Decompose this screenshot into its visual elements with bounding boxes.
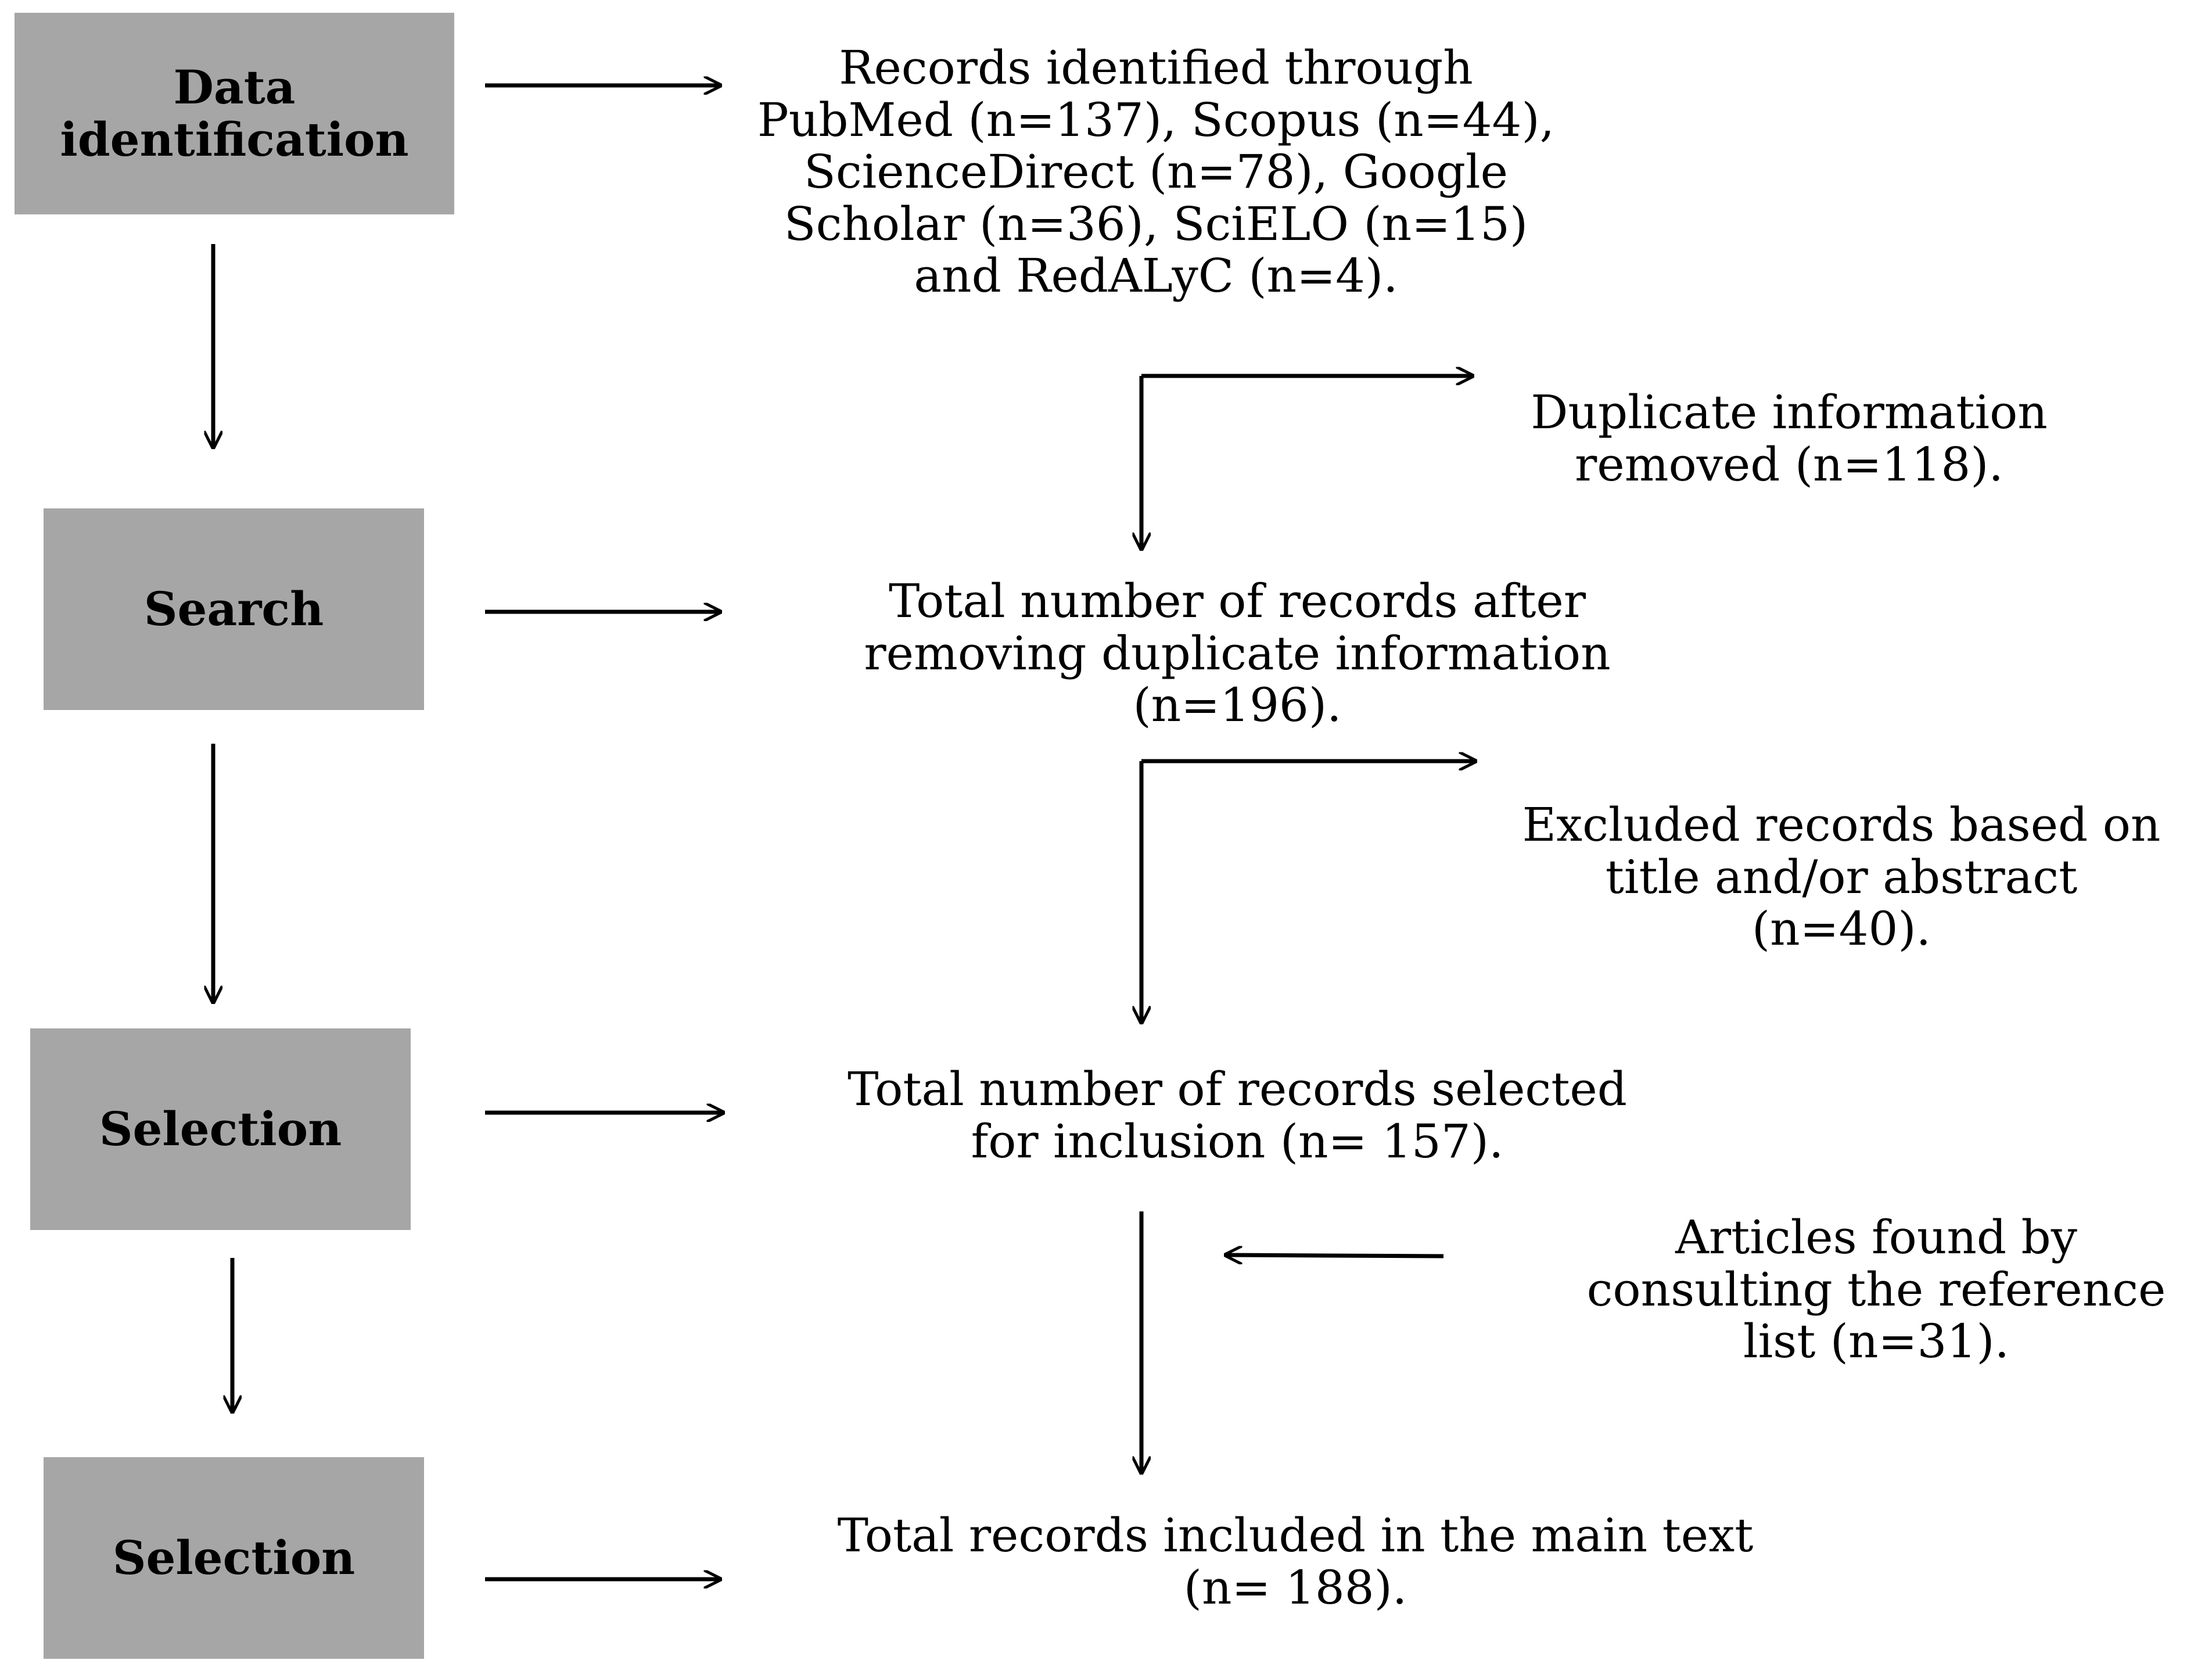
stage-label: Data identification — [60, 59, 409, 167]
excluded-records-text: Excluded records based on title and/or a… — [1522, 798, 2161, 956]
stage-label: Search — [143, 581, 324, 636]
stage-final-selection: Selection — [44, 1457, 424, 1659]
stage-data-identification: Data identification — [15, 13, 454, 214]
duplicates-removed-text: Duplicate information removed (n=118). — [1531, 385, 2048, 492]
stage-label: Selection — [112, 1530, 356, 1585]
arrow-reference-list-left — [1226, 1255, 1444, 1256]
records-after-duplicates-text: Total number of records after removing d… — [864, 574, 1611, 733]
stage-label: Selection — [99, 1101, 342, 1156]
records-included-text: Total records included in the main text … — [837, 1508, 1754, 1615]
reference-list-text: Articles found by consulting the referen… — [1586, 1210, 2166, 1369]
stage-selection: Selection — [30, 1028, 411, 1230]
records-selected-text: Total number of records selected for inc… — [848, 1062, 1627, 1168]
stage-search: Search — [44, 508, 424, 710]
records-identified-text: Records identified through PubMed (n=137… — [757, 41, 1555, 303]
